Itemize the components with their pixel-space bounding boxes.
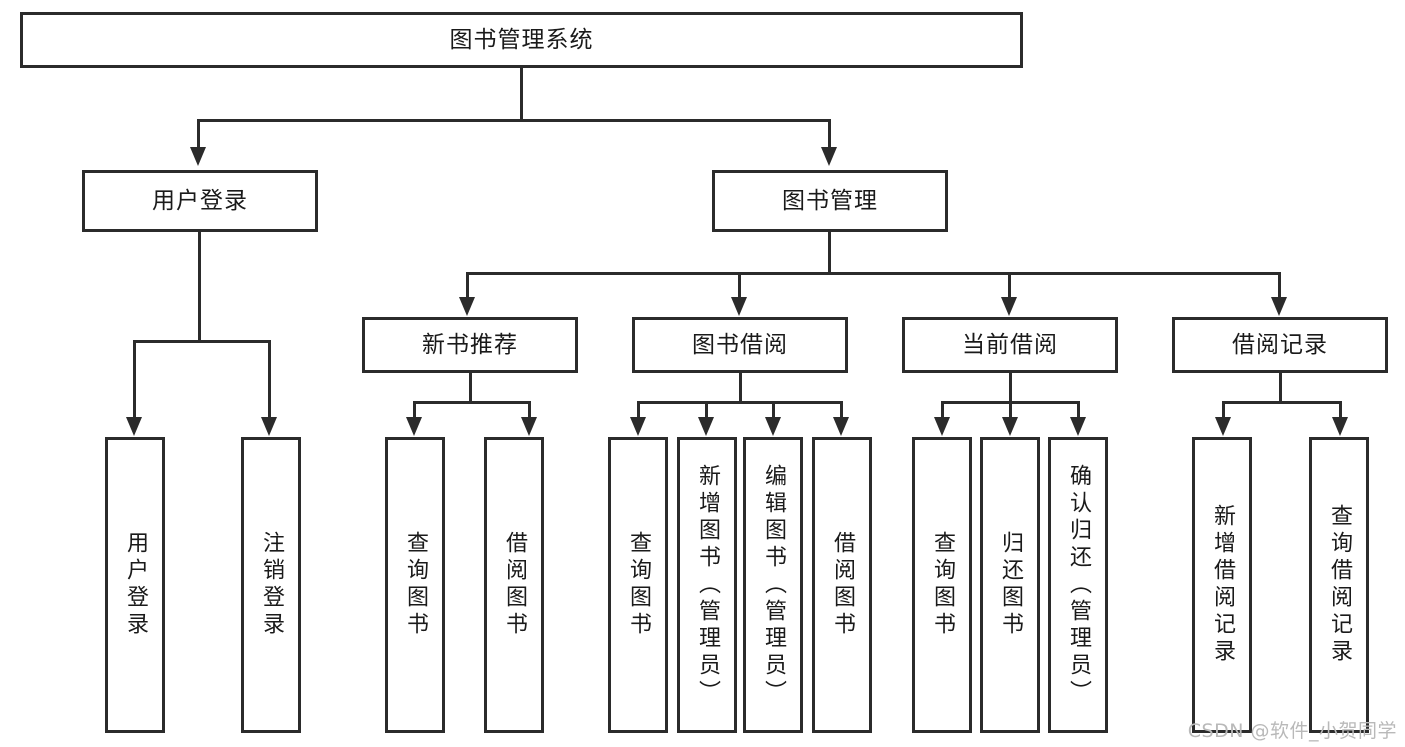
leaf-nb-borrow-book-label: 借阅图书 bbox=[502, 531, 527, 639]
connector-br-drop-1 bbox=[1222, 401, 1225, 417]
leaf-bb-borrow-book[interactable]: 借阅图书 bbox=[812, 437, 872, 733]
connector-root-bar bbox=[197, 119, 831, 122]
leaf-nb-query-book-label: 查询图书 bbox=[403, 531, 428, 639]
node-book-borrow[interactable]: 图书借阅 bbox=[632, 317, 848, 373]
leaf-bb-add-book[interactable]: 新增图书（管理员） bbox=[677, 437, 737, 733]
leaf-bb-borrow-book-label: 借阅图书 bbox=[830, 531, 855, 639]
connector-user-login-stem bbox=[198, 232, 201, 340]
leaf-cb-query-book[interactable]: 查询图书 bbox=[912, 437, 972, 733]
leaf-br-query-record[interactable]: 查询借阅记录 bbox=[1309, 437, 1369, 733]
node-user-login[interactable]: 用户登录 bbox=[82, 170, 318, 232]
node-new-book-recommend[interactable]: 新书推荐 bbox=[362, 317, 578, 373]
node-book-management-label: 图书管理 bbox=[782, 187, 878, 214]
connector-root-to-book-mgmt bbox=[828, 119, 831, 147]
arrowhead-leaf-logout bbox=[261, 417, 277, 436]
arrowhead-book-borrow bbox=[731, 297, 747, 316]
node-book-borrow-label: 图书借阅 bbox=[692, 331, 788, 358]
arrowhead-cb-confirm-return bbox=[1070, 417, 1086, 436]
node-root-label: 图书管理系统 bbox=[449, 26, 594, 53]
arrowhead-leaf-user-login bbox=[126, 417, 142, 436]
connector-user-login-drop-1 bbox=[133, 340, 136, 417]
node-borrow-record[interactable]: 借阅记录 bbox=[1172, 317, 1388, 373]
leaf-logout-label: 注销登录 bbox=[259, 531, 284, 639]
arrowhead-nb-borrow-book bbox=[521, 417, 537, 436]
connector-user-login-drop-2 bbox=[268, 340, 271, 417]
arrowhead-bb-borrow-book bbox=[833, 417, 849, 436]
connector-new-book-bar bbox=[413, 401, 531, 404]
connector-book-mgmt-bar bbox=[466, 272, 1278, 275]
leaf-nb-borrow-book[interactable]: 借阅图书 bbox=[484, 437, 544, 733]
leaf-bb-query-book[interactable]: 查询图书 bbox=[608, 437, 668, 733]
node-borrow-record-label: 借阅记录 bbox=[1232, 331, 1328, 358]
connector-borrow-record-bar bbox=[1222, 401, 1342, 404]
connector-current-borrow-stem bbox=[1009, 373, 1012, 401]
connector-new-book-drop-2 bbox=[528, 401, 531, 417]
arrowhead-new-book bbox=[459, 297, 475, 316]
leaf-nb-query-book[interactable]: 查询图书 bbox=[385, 437, 445, 733]
node-current-borrow[interactable]: 当前借阅 bbox=[902, 317, 1118, 373]
arrowhead-bb-add-book bbox=[698, 417, 714, 436]
leaf-cb-return-book-label: 归还图书 bbox=[998, 531, 1023, 639]
node-book-management[interactable]: 图书管理 bbox=[712, 170, 948, 232]
leaf-br-query-record-label: 查询借阅记录 bbox=[1327, 504, 1352, 666]
arrowhead-book-mgmt bbox=[821, 147, 837, 166]
leaf-user-login-label: 用户登录 bbox=[123, 531, 148, 639]
leaf-br-add-record-label: 新增借阅记录 bbox=[1210, 504, 1235, 666]
arrowhead-nb-query-book bbox=[406, 417, 422, 436]
connector-to-borrow-record bbox=[1278, 272, 1281, 297]
leaf-cb-query-book-label: 查询图书 bbox=[930, 531, 955, 639]
leaf-br-add-record[interactable]: 新增借阅记录 bbox=[1192, 437, 1252, 733]
connector-to-new-book bbox=[466, 272, 469, 297]
connector-new-book-stem bbox=[469, 373, 472, 401]
node-current-borrow-label: 当前借阅 bbox=[962, 331, 1058, 358]
leaf-cb-confirm-return-label: 确认归还（管理员） bbox=[1066, 463, 1091, 707]
connector-root-to-user-login bbox=[197, 119, 200, 147]
node-new-book-recommend-label: 新书推荐 bbox=[422, 331, 518, 358]
connector-br-drop-2 bbox=[1339, 401, 1342, 417]
node-root[interactable]: 图书管理系统 bbox=[20, 12, 1023, 68]
arrowhead-cb-return-book bbox=[1002, 417, 1018, 436]
connector-borrow-record-stem bbox=[1279, 373, 1282, 401]
connector-new-book-drop-1 bbox=[413, 401, 416, 417]
connector-to-current-borrow bbox=[1008, 272, 1011, 297]
arrowhead-current-borrow bbox=[1001, 297, 1017, 316]
arrowhead-br-add-record bbox=[1215, 417, 1231, 436]
arrowhead-bb-query-book bbox=[630, 417, 646, 436]
leaf-bb-edit-book-label: 编辑图书（管理员） bbox=[761, 463, 786, 707]
arrowhead-br-query-record bbox=[1332, 417, 1348, 436]
connector-bb-drop-4 bbox=[840, 401, 843, 417]
arrowhead-cb-query-book bbox=[934, 417, 950, 436]
connector-bb-drop-1 bbox=[637, 401, 640, 417]
leaf-bb-add-book-label: 新增图书（管理员） bbox=[695, 463, 720, 707]
connector-cb-drop-2 bbox=[1009, 401, 1012, 417]
connector-to-book-borrow bbox=[738, 272, 741, 297]
connector-book-borrow-stem bbox=[739, 373, 742, 401]
connector-user-login-bar bbox=[133, 340, 270, 343]
node-user-login-label: 用户登录 bbox=[152, 187, 248, 214]
connector-bb-drop-3 bbox=[772, 401, 775, 417]
leaf-bb-edit-book[interactable]: 编辑图书（管理员） bbox=[743, 437, 803, 733]
leaf-cb-return-book[interactable]: 归还图书 bbox=[980, 437, 1040, 733]
connector-cb-drop-1 bbox=[941, 401, 944, 417]
connector-book-mgmt-stem bbox=[828, 232, 831, 272]
arrowhead-bb-edit-book bbox=[765, 417, 781, 436]
csdn-watermark: CSDN @软件_小贺同学 bbox=[1187, 720, 1397, 742]
leaf-cb-confirm-return[interactable]: 确认归还（管理员） bbox=[1048, 437, 1108, 733]
connector-cb-drop-3 bbox=[1077, 401, 1080, 417]
connector-bb-drop-2 bbox=[705, 401, 708, 417]
connector-root-stem bbox=[520, 68, 523, 119]
connector-book-borrow-bar bbox=[637, 401, 843, 404]
leaf-bb-query-book-label: 查询图书 bbox=[626, 531, 651, 639]
arrowhead-borrow-record bbox=[1271, 297, 1287, 316]
leaf-logout[interactable]: 注销登录 bbox=[241, 437, 301, 733]
arrowhead-user-login bbox=[190, 147, 206, 166]
leaf-user-login[interactable]: 用户登录 bbox=[105, 437, 165, 733]
